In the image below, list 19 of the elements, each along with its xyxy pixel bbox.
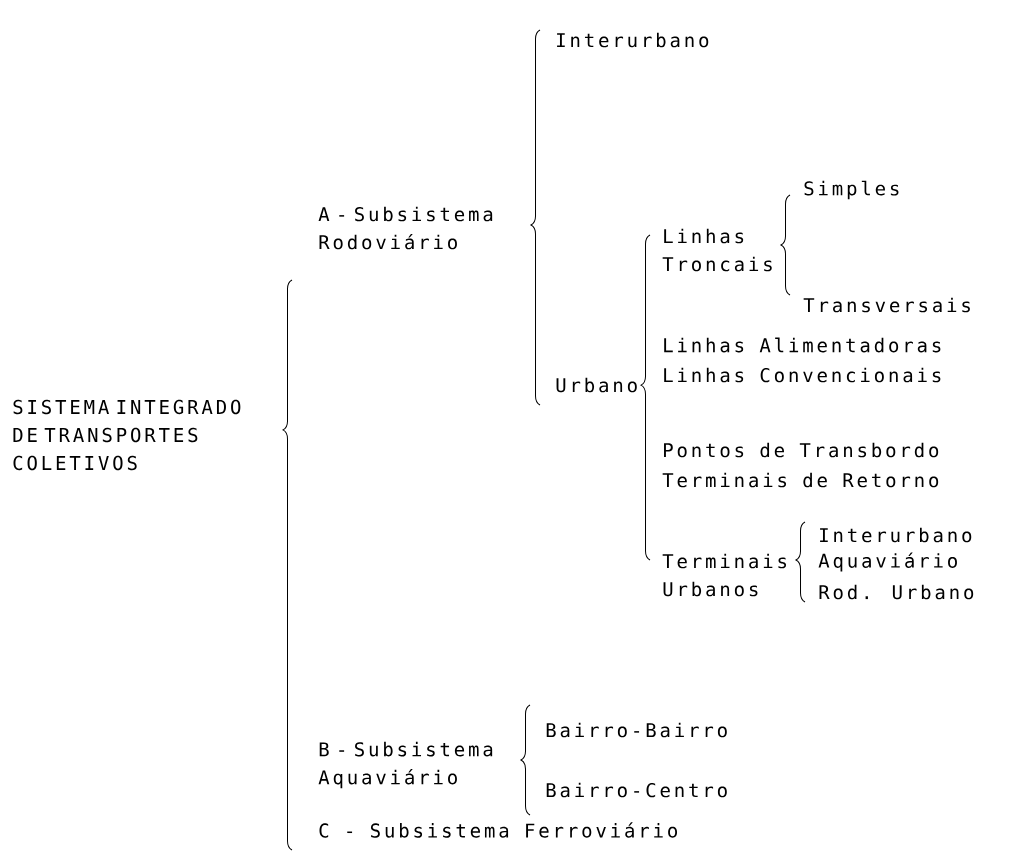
- category-label: Urbano: [556, 377, 637, 393]
- category-label: Bairro-Bairro: [546, 722, 727, 738]
- category-label: Transversais: [803, 297, 970, 313]
- category-label: Pontos de Transbordo: [664, 442, 939, 458]
- category-label: SISTEMA INTEGRADO DE TRANSPORTES COLETIVOS: [13, 399, 241, 471]
- category-label: Simples: [804, 180, 899, 200]
- category-label: Interurbano: [820, 527, 972, 543]
- category-label: Terminais Urbanos: [662, 553, 787, 597]
- category-label: Rod. Urbano: [819, 584, 974, 600]
- category-label: A - Subsistema Rodoviário: [318, 206, 493, 250]
- category-label: Linhas Troncais: [662, 228, 772, 272]
- category-label: C - Subsistema Ferroviário: [319, 822, 677, 838]
- category-label: Linhas Alimentadoras: [664, 337, 941, 353]
- category-label: Terminais de Retorno: [662, 472, 939, 488]
- category-label: Interurbano: [557, 32, 709, 48]
- category-label: Aquaviário: [818, 552, 957, 572]
- category-label: B - Subsistema Aquaviário: [318, 741, 493, 789]
- category-label: Bairro-Centro: [546, 782, 727, 798]
- category-label: Linhas Convencionais: [664, 367, 941, 383]
